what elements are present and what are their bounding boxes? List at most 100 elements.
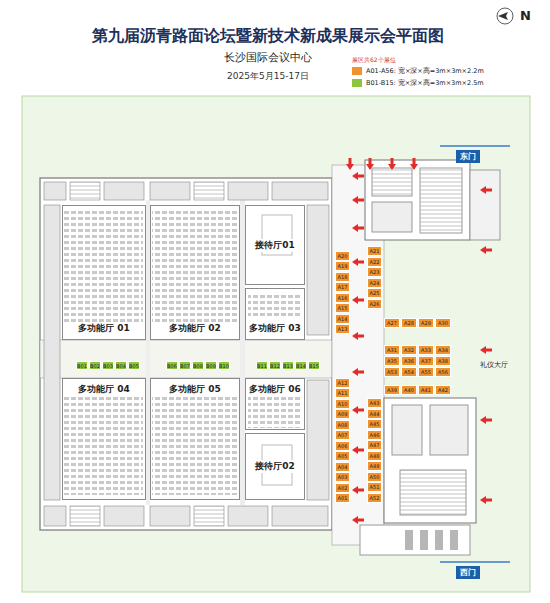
booth-number: A11 (338, 390, 348, 396)
booth: A33 (418, 345, 434, 355)
booth: B12 (269, 361, 281, 370)
booth: A10 (335, 399, 350, 409)
booth-number: A22 (370, 259, 380, 265)
booth: B04 (115, 361, 127, 370)
booth-number: A39 (387, 387, 397, 393)
booth-number: A40 (404, 387, 414, 393)
booth: A08 (335, 420, 350, 430)
booth-number: A30 (438, 320, 448, 326)
booth: A25 (367, 288, 382, 298)
flow-arrow (352, 172, 364, 180)
room-name: 多功能厅 06 (247, 383, 303, 396)
booth: A43 (367, 398, 382, 408)
booth: A37 (418, 356, 434, 366)
map-title: 第九届沥青路面论坛暨新技术新成果展示会平面图 (92, 26, 444, 47)
booth-number: B04 (116, 363, 126, 369)
flow-arrow (410, 158, 418, 170)
booth-number: B02 (90, 363, 100, 369)
booth: A30 (435, 318, 451, 328)
booth-number: B14 (296, 363, 306, 369)
booth-number: A56 (438, 369, 448, 375)
flow-arrow (352, 446, 364, 454)
booth-number: A55 (421, 369, 431, 375)
booth: A27 (384, 318, 400, 328)
booth-number: B08 (193, 363, 203, 369)
hall-room: 多功能厅 03 (245, 288, 305, 340)
booth: A32 (401, 345, 417, 355)
booth-number: A44 (370, 411, 380, 417)
room-name: 多功能厅 05 (167, 383, 223, 396)
flow-arrow (352, 332, 364, 340)
booth: A12 (335, 378, 350, 388)
booth-number: A45 (370, 421, 380, 427)
booth: B10 (218, 361, 230, 370)
door-name: 东门 (460, 151, 476, 162)
booth-number: A18 (338, 274, 348, 280)
booth-number: A51 (370, 484, 380, 490)
room-name: 多功能厅 04 (76, 383, 132, 396)
door-name: 西门 (460, 567, 476, 578)
booth: A44 (367, 409, 382, 419)
entrance-sign: 东门 (456, 150, 480, 163)
flow-arrow (352, 196, 364, 204)
booth-number: A05 (338, 453, 348, 459)
legend-swatch (352, 67, 362, 75)
booth-number: B13 (283, 363, 293, 369)
booth: A14 (335, 314, 350, 324)
booth: A39 (384, 385, 400, 395)
booth: A36 (401, 356, 417, 366)
booth-number: A02 (338, 485, 348, 491)
booth: A17 (335, 282, 350, 292)
booth: A31 (384, 345, 400, 355)
booth-number: A42 (438, 387, 448, 393)
booth: A56 (435, 367, 451, 377)
booth: B08 (192, 361, 204, 370)
booth-number: A21 (370, 248, 380, 254)
room-name: 接待厅02 (253, 460, 297, 473)
booth: A16 (335, 293, 350, 303)
room-name: 接待厅01 (253, 239, 297, 252)
booth-number: B09 (206, 363, 216, 369)
flow-arrow (346, 158, 354, 170)
booth: A22 (367, 257, 382, 267)
hall-room: 多功能厅 04 (62, 378, 146, 500)
flow-arrow (366, 158, 374, 170)
booth: A11 (335, 388, 350, 398)
map-label: 礼仪大厅 (480, 360, 508, 370)
booth: B14 (295, 361, 307, 370)
booth-number: B12 (270, 363, 280, 369)
booth: B03 (102, 361, 114, 370)
booth-number: A07 (338, 432, 348, 438)
flow-arrow (388, 158, 396, 170)
flow-arrow (480, 246, 492, 254)
flow-arrow (480, 496, 492, 504)
map-label: 长沙国际会议中心 (224, 50, 312, 65)
booth-number: A24 (370, 280, 380, 286)
hall-room: 接待厅01 (245, 205, 305, 285)
booth: A55 (418, 367, 434, 377)
booth-number: A47 (370, 442, 380, 448)
booth-number: A01 (338, 495, 348, 501)
booth: B07 (179, 361, 191, 370)
flow-arrow (352, 258, 364, 266)
map-label: 2025年5月15-17日 (227, 70, 309, 83)
booth-number: A48 (370, 453, 380, 459)
booth: B09 (205, 361, 217, 370)
booth: A51 (367, 482, 382, 492)
booth: A20 (335, 251, 350, 261)
booth-number: A06 (338, 443, 348, 449)
booth: A41 (418, 385, 434, 395)
booth-number: A14 (338, 316, 348, 322)
booth-number: A15 (338, 305, 348, 311)
booth: A23 (367, 267, 382, 277)
booth-number: A20 (338, 253, 348, 259)
room-name: 多功能厅 02 (167, 322, 223, 335)
booth-number: A08 (338, 422, 348, 428)
booth: A42 (435, 385, 451, 395)
booth: A28 (401, 318, 417, 328)
hall-room: 多功能厅 06 (245, 378, 305, 430)
booth-number: A04 (338, 464, 348, 470)
booth-number: B06 (167, 363, 177, 369)
